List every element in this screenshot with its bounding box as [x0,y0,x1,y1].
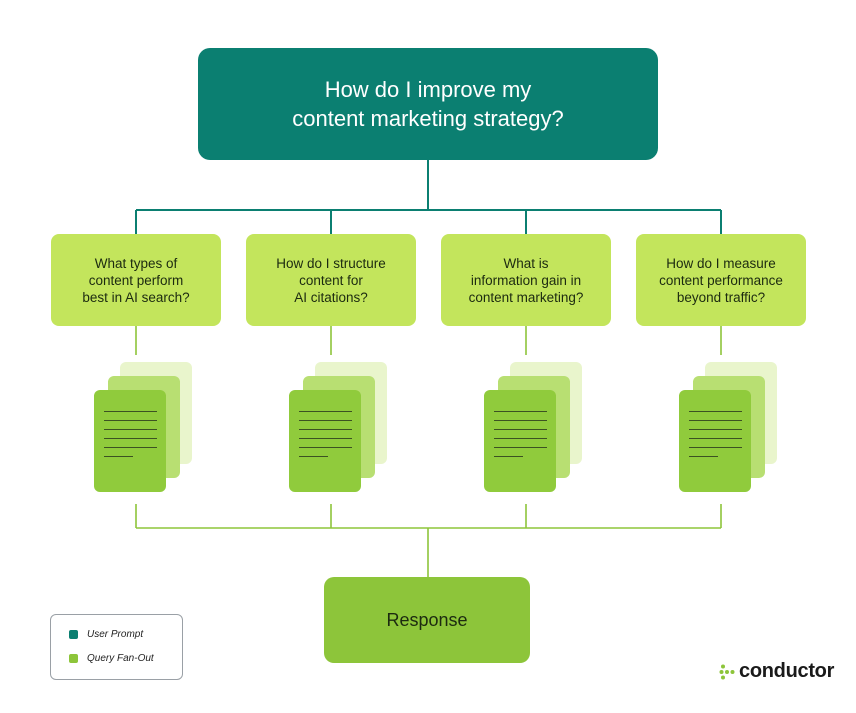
fanout-query-1: What types of content perform best in AI… [51,234,221,326]
fanout-query-2-line-3: AI citations? [294,289,368,305]
document-stack-icon [484,362,594,494]
fanout-query-1-line-1: What types of [94,255,178,271]
fanout-query-4-line-2: content performance [659,272,783,288]
legend-item-query-fan-out: Query Fan-Out [69,653,154,664]
fanout-query-4: How do I measure content performance bey… [636,234,806,326]
legend-label-query-fan-out: Query Fan-Out [87,653,154,664]
document-stack-icon [679,362,789,494]
user-prompt-box: How do I improve my content marketing st… [198,48,658,160]
fanout-query-3-line-2: information gain in [470,272,582,288]
legend-label-user-prompt: User Prompt [87,629,144,640]
fanout-connectors [135,326,722,577]
legend-item-user-prompt: User Prompt [69,629,143,640]
conductor-logo: conductor [719,660,834,683]
legend: User Prompt Query Fan-Out [50,614,183,680]
root-connectors [135,160,722,234]
response-box: Response [324,577,530,663]
fanout-query-2-line-1: How do I structure [276,255,386,271]
user-prompt-text: How do I improve my content marketing st… [278,75,578,133]
fanout-query-4-line-1: How do I measure [666,255,776,271]
fanout-query-3: What is information gain in content mark… [441,234,611,326]
user-prompt-line-2: content marketing strategy? [292,106,564,131]
user-prompt-line-1: How do I improve my [324,77,532,102]
fanout-query-1-line-3: best in AI search? [82,289,190,305]
fanout-query-3-line-1: What is [503,255,549,271]
response-label: Response [386,609,468,630]
fanout-query-2-line-2: content for [299,272,363,288]
legend-swatch-user-prompt [69,630,78,639]
document-stack-icon [94,362,204,494]
fanout-query-1-line-2: content perform [88,272,184,288]
document-stack-icon [289,362,399,494]
fanout-query-3-line-3: content marketing? [468,289,584,305]
fanout-query-4-line-3: beyond traffic? [676,289,766,305]
brand-wordmark: conductor [739,660,835,682]
fanout-query-2: How do I structure content for AI citati… [246,234,416,326]
dots-logo-icon [719,664,735,679]
legend-swatch-query-fan-out [69,654,78,663]
